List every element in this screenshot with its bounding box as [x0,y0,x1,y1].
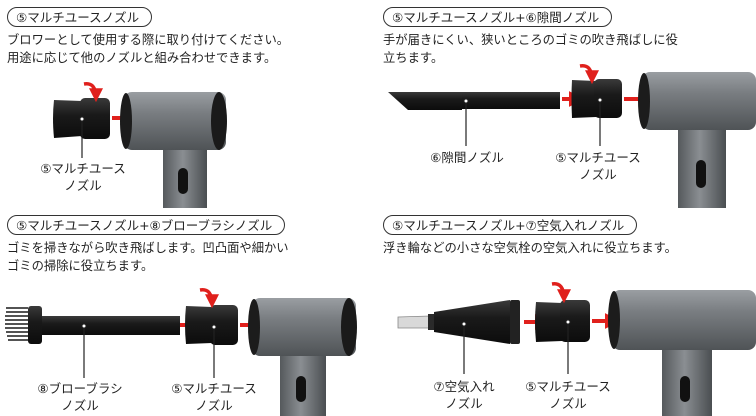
panel-multi-use-plus-crevice: ⑤マルチユースノズル+⑥隙間ノズル 手が届きにくい、狭いところのゴミの吹き飛ばし… [378,0,756,208]
blower-body-image [638,72,756,208]
panel-title: ⑤マルチユースノズル+⑥隙間ノズル [383,7,613,27]
panel-title: ⑤マルチユースノズル+⑧ブローブラシノズル [7,215,286,235]
panel-multi-use-plus-air-inflator: ⑤マルチユースノズル+⑦空気入れノズル 浮き輪などの小さな空気栓の空気入れに役立… [378,208,756,416]
panel-multi-use-plus-brush: ⑤マルチユースノズル+⑧ブローブラシノズル ゴミを掃きながら吹き飛ばします。凹凸… [0,208,378,416]
panel-title: ⑤マルチユースノズル [7,7,153,27]
air-inflator-nozzle-image [397,300,520,344]
blower-body-image [248,298,357,416]
brush-nozzle-label: ⑧ブローブラシ ノズル [37,381,123,413]
multi-use-nozzle-label: ⑤マルチユース ノズル [40,161,126,193]
panel-description: ゴミを掃きながら吹き飛ばします。凹凸面や細かい ゴミの掃除に役立ちます。 [7,241,289,273]
illustration-blower-with-crevice-nozzle [388,64,756,208]
rotate-arrow [199,288,219,309]
blower-body-image [608,290,756,416]
multi-use-nozzle-image [535,300,590,342]
multi-use-nozzle-image [185,305,238,345]
multi-use-nozzle-label: ⑤マルチユース ノズル [525,379,611,411]
illustration-blower-with-brush-nozzle [5,288,357,416]
rotate-arrow [579,64,599,85]
rotate-arrow [83,82,103,103]
multi-use-nozzle-image [571,79,622,118]
panel-description: 浮き輪などの小さな空気栓の空気入れに役立ちます。 [383,241,677,255]
multi-use-nozzle-image [53,98,110,139]
panel-description: 手が届きにくい、狭いところのゴミの吹き飛ばしに役 立ちます。 [383,33,678,65]
panel-multi-use-nozzle: ⑤マルチユースノズル ブロワーとして使用する際に取り付けてください。 用途に応じ… [0,0,378,208]
illustration-blower-with-nozzle [53,82,227,208]
panel-title: ⑤マルチユースノズル+⑦空気入れノズル [383,215,638,235]
air-inflator-nozzle-label: ⑦空気入れ ノズル [433,379,495,411]
blower-body-image [120,92,227,208]
brush-nozzle-image [5,306,180,344]
crevice-nozzle-label: ⑥隙間ノズル [430,150,504,165]
multi-use-nozzle-label: ⑤マルチユース ノズル [555,150,641,182]
crevice-nozzle-image [388,92,560,110]
rotate-arrow [551,282,571,304]
illustration-blower-with-air-nozzle [397,282,756,416]
multi-use-nozzle-label: ⑤マルチユース ノズル [171,381,257,413]
panel-description: ブロワーとして使用する際に取り付けてください。 用途に応じて他のノズルと組み合わ… [7,33,290,65]
